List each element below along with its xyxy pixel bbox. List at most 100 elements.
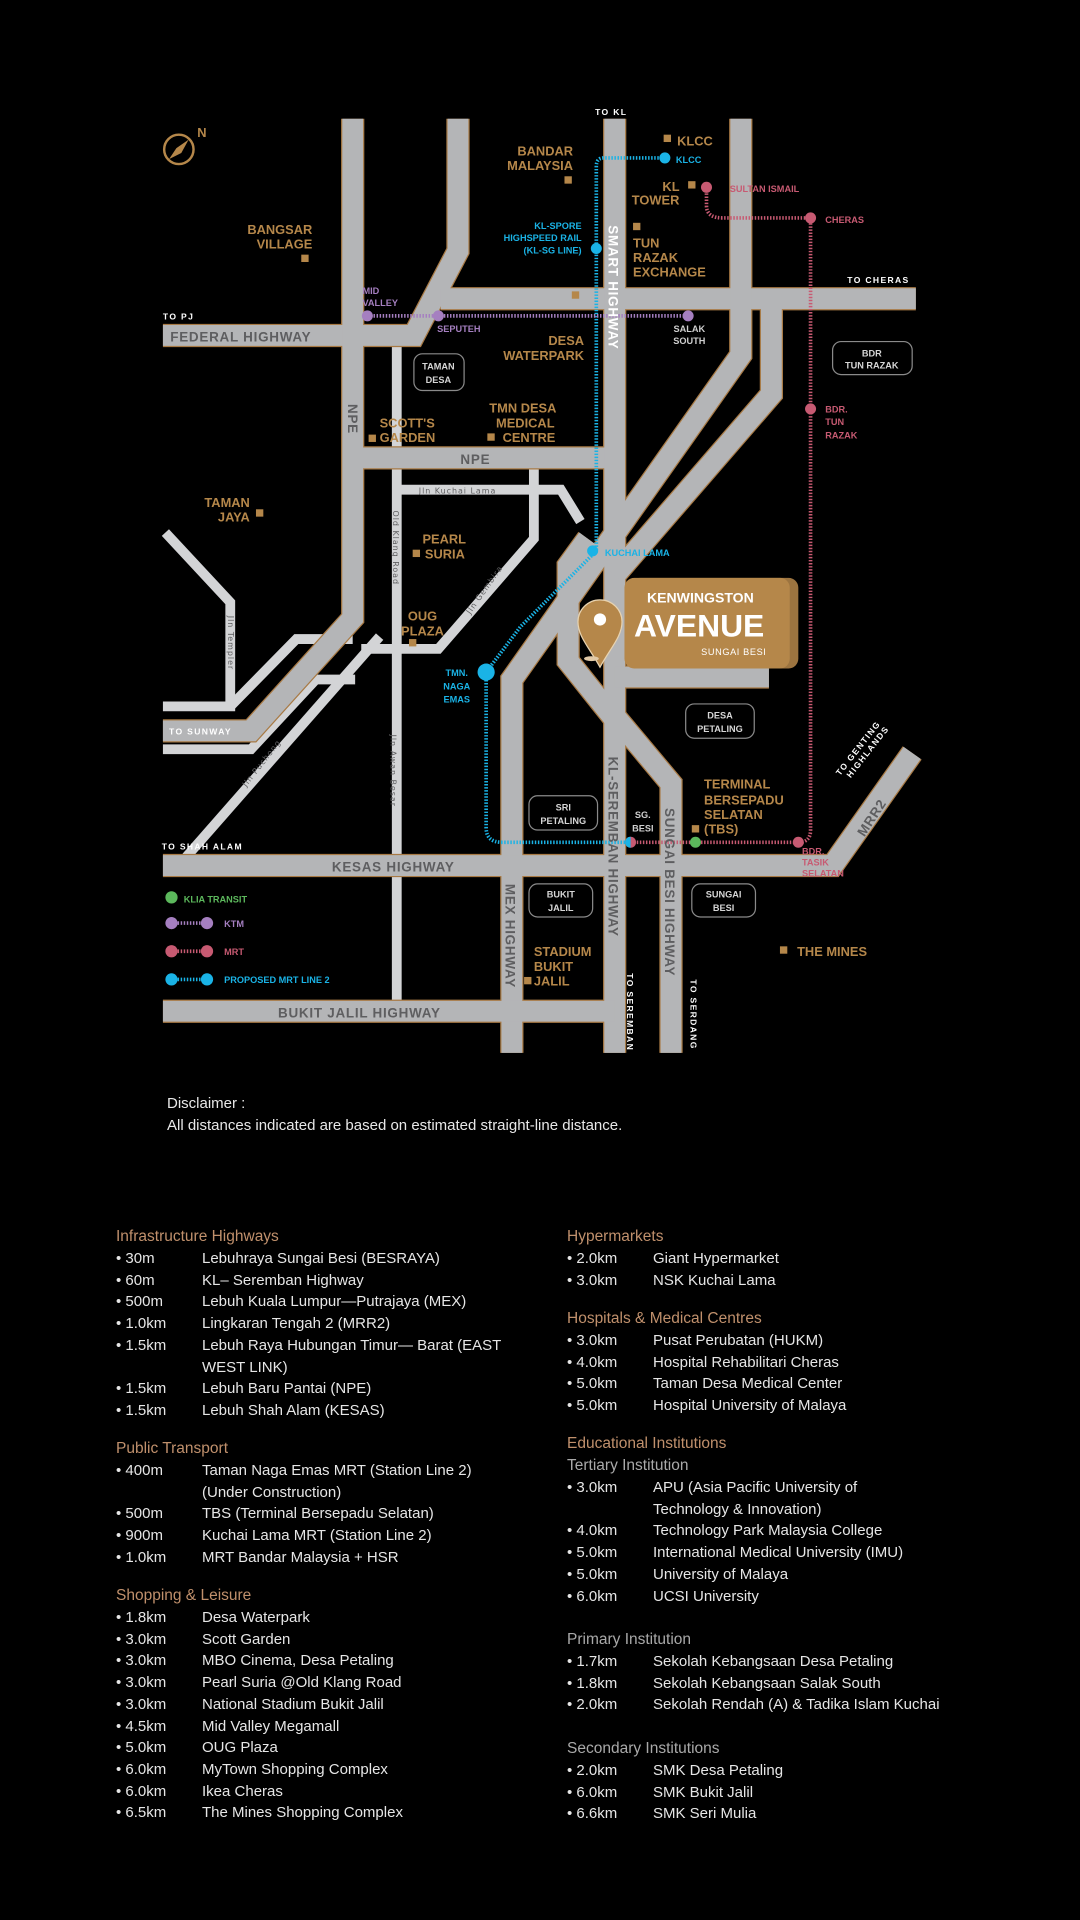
place-name: Sekolah Rendah (A) & Tadika Islam Kuchai bbox=[653, 1696, 940, 1714]
section-title: Shopping & Leisure bbox=[116, 1587, 252, 1604]
section-hospitals: Hospitals & Medical Centres • 3.0km Pusat … bbox=[567, 1308, 1037, 1417]
section-title: Infrastructure Highways bbox=[116, 1228, 279, 1245]
project-marker[interactable]: KENWINGSTON AVENUE SUNGAI BESI bbox=[577, 577, 799, 669]
place-name: KL– Seremban Highway bbox=[202, 1271, 364, 1289]
location-map: N TO KL TO CHERAS TO PJ TO SUNWAY TO SHA… bbox=[0, 107, 1080, 1070]
distance: • 6.5km bbox=[116, 1804, 167, 1822]
label-jln-gembira: Jln Gembira bbox=[464, 564, 505, 617]
project-name-line1: KENWINGSTON bbox=[647, 589, 754, 605]
place-name: International Medical University (IMU) bbox=[653, 1544, 904, 1562]
place-name: TBS (Terminal Bersepadu Selatan) bbox=[202, 1505, 434, 1523]
list-item: • 400m Taman Naga Emas MRT (Station Line … bbox=[116, 1460, 516, 1503]
station-kuchai-lama: KUCHAI LAMA bbox=[605, 548, 670, 558]
place-the-mines: THE MINES bbox=[797, 944, 867, 959]
label-sungai-besi-highway: SUNGAI BESI HIGHWAY bbox=[662, 808, 677, 976]
distance: • 1.5km bbox=[116, 1401, 167, 1419]
distance: • 500m bbox=[116, 1293, 163, 1311]
place-name: Taman Naga Emas MRT (Station Line 2) (Un… bbox=[202, 1462, 472, 1501]
place-name: Lebuhraya Sungai Besi (BESRAYA) bbox=[202, 1250, 440, 1267]
distance: • 400m bbox=[116, 1462, 163, 1479]
distance: • 500m bbox=[116, 1505, 163, 1523]
place-name: Lebuh Kuala Lumpur—Putrajaya (MEX) bbox=[202, 1293, 467, 1311]
list-item: • 3.0km National Stadium Bukit Jalil bbox=[116, 1694, 516, 1716]
distance: • 30m bbox=[116, 1250, 155, 1267]
list-item: • 2.0km Sekolah Rendah (A) & Tadika Islam… bbox=[567, 1694, 987, 1716]
label-bukit-jalil-highway: BUKIT JALIL HIGHWAY bbox=[278, 1005, 441, 1020]
distance: • 1.5km bbox=[116, 1380, 167, 1398]
distance: • 1.0km bbox=[116, 1315, 167, 1333]
distance: • 6.6km bbox=[567, 1805, 618, 1823]
distance: • 1.8km bbox=[567, 1674, 618, 1692]
section-title: Hypermarkets bbox=[567, 1228, 664, 1245]
distance: • 4.5km bbox=[116, 1717, 167, 1735]
dir-to-pj: TO PJ bbox=[163, 312, 194, 322]
label-smart-highway: SMART HIGHWAY bbox=[606, 225, 621, 349]
distance: • 2.0km bbox=[567, 1762, 618, 1779]
mrt2-line bbox=[484, 156, 665, 845]
distance: • 3.0km bbox=[116, 1630, 167, 1648]
distance: • 5.0km bbox=[116, 1739, 167, 1757]
distance: • 3.0km bbox=[567, 1271, 618, 1289]
legend-ktm: KTM bbox=[224, 919, 244, 929]
place-klcc: KLCC bbox=[677, 134, 713, 149]
place-name: Pusat Perubatan (HUKM) bbox=[653, 1332, 824, 1349]
label-jln-awan-besar: Jln Awan Besar bbox=[389, 734, 398, 807]
place-name: Hospital Rehabilitari Cheras bbox=[653, 1353, 839, 1371]
place-name: Lebuh Shah Alam (KESAS) bbox=[202, 1401, 385, 1419]
section-title: Public Transport bbox=[116, 1440, 228, 1457]
place-name: Taman Desa Medical Center bbox=[653, 1375, 843, 1393]
place-name: Technology Park Malaysia College bbox=[653, 1522, 883, 1540]
section-title: Hospitals & Medical Centres bbox=[567, 1310, 762, 1327]
distance: • 3.0km bbox=[116, 1695, 167, 1713]
label-npe: NPE bbox=[460, 452, 490, 467]
project-name-line2: AVENUE bbox=[634, 608, 764, 644]
list-item: • 1.5km Lebuh Shah Alam (KESAS) bbox=[116, 1400, 516, 1422]
place-name: National Stadium Bukit Jalil bbox=[202, 1695, 384, 1713]
station-sultan-ismail: SULTAN ISMAIL bbox=[730, 184, 800, 194]
dir-to-sunway: TO SUNWAY bbox=[169, 727, 232, 737]
distance: • 6.0km bbox=[116, 1760, 167, 1778]
compass-icon: N bbox=[162, 125, 206, 166]
place-name: Ikea Cheras bbox=[202, 1782, 283, 1800]
place-name: Kuchai Lama MRT (Station Line 2) bbox=[202, 1527, 432, 1545]
legend-klia: KLIA TRANSIT bbox=[184, 894, 248, 904]
station-cheras: CHERAS bbox=[825, 215, 864, 225]
place-name: MBO Cinema, Desa Petaling bbox=[202, 1652, 394, 1670]
distance: • 2.0km bbox=[567, 1696, 618, 1714]
subsection-title: Tertiary Institution bbox=[567, 1457, 689, 1474]
station-seputeh: SEPUTEH bbox=[437, 324, 480, 334]
distance: • 3.0km bbox=[567, 1332, 618, 1349]
